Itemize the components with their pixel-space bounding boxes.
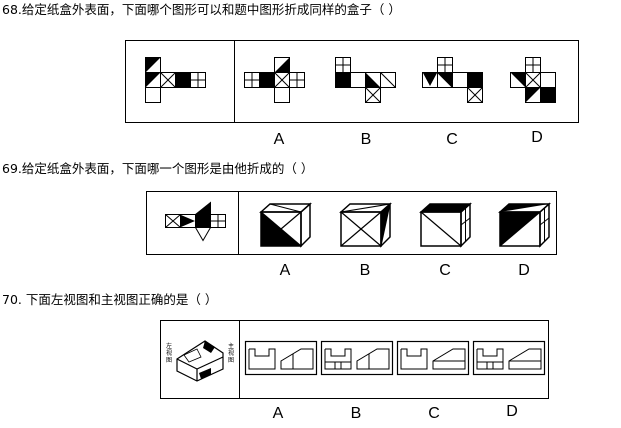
frame-divider — [238, 192, 239, 254]
q68-option-b-net[interactable] — [335, 57, 399, 105]
front-view-caption: 主视图 — [227, 343, 234, 364]
q68-option-d-label[interactable]: D — [531, 129, 543, 146]
q70-option-a-views[interactable] — [244, 340, 318, 376]
question-69-figure-frame — [146, 191, 557, 255]
frame-divider — [239, 321, 240, 398]
question-68-text: 68.给定纸盒外表面，下面哪个图形可以和题中图形折成同样的盒子（ ） — [2, 2, 401, 17]
q68-option-c-label[interactable]: C — [446, 131, 458, 148]
frame-divider — [234, 41, 235, 122]
q69-option-a-cube[interactable] — [259, 202, 312, 248]
q69-option-d-cube[interactable] — [498, 202, 551, 248]
q69-option-b-cube[interactable] — [339, 202, 392, 248]
q68-option-c-net[interactable] — [422, 57, 486, 105]
q68-option-a-label[interactable]: A — [273, 131, 285, 148]
q70-option-d-views[interactable] — [472, 340, 546, 376]
q69-option-b-label[interactable]: B — [359, 262, 371, 279]
q68-given-net — [145, 57, 211, 105]
q70-option-a-label[interactable]: A — [272, 405, 284, 422]
q70-option-b-label[interactable]: B — [350, 405, 362, 422]
q69-option-c-cube[interactable] — [419, 202, 472, 248]
question-69-text: 69.给定纸盒外表面，下面哪一个图形是由他折成的（ ） — [2, 161, 314, 176]
q70-solid-object — [175, 337, 225, 383]
q70-option-c-label[interactable]: C — [428, 405, 440, 422]
left-view-caption: 左视图 — [165, 343, 172, 364]
q69-option-a-label[interactable]: A — [279, 262, 291, 279]
q68-option-b-label[interactable]: B — [360, 131, 372, 148]
q68-option-d-net[interactable] — [510, 57, 574, 105]
q70-option-c-views[interactable] — [396, 340, 470, 376]
q69-option-c-label[interactable]: C — [439, 262, 451, 279]
question-70-text: 70. 下面左视图和主视图正确的是（ ） — [2, 292, 218, 307]
q69-option-d-label[interactable]: D — [518, 262, 530, 279]
q70-option-b-views[interactable] — [320, 340, 394, 376]
q70-option-d-label[interactable]: D — [506, 403, 518, 420]
q69-given-net — [165, 201, 231, 242]
question-68-figure-frame — [125, 40, 579, 123]
question-70-figure-frame: 左视图 主视图 — [160, 320, 549, 399]
q68-option-a-net[interactable] — [244, 57, 306, 105]
